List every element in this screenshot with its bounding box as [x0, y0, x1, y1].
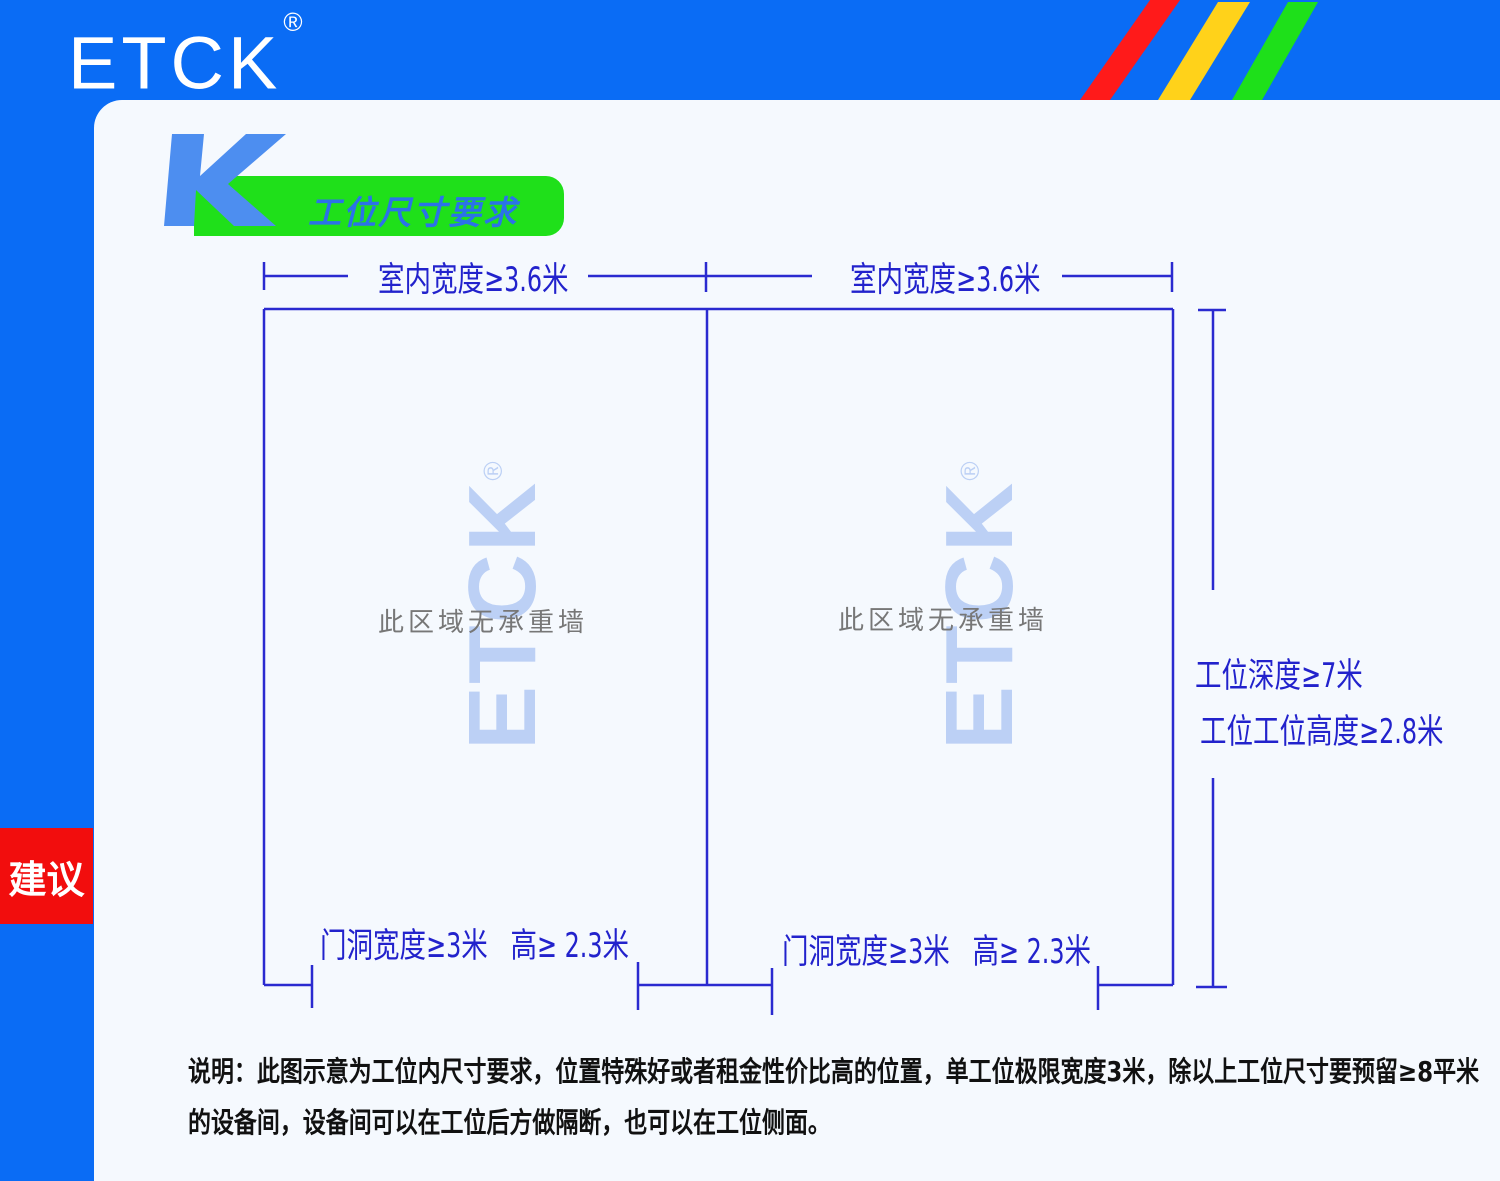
left-no-load-wall-note: 此区域无承重墙: [378, 608, 589, 638]
right-door-label: 门洞宽度≥3米 高≥ 2.3米: [782, 932, 1092, 972]
brand-name: ETCK: [68, 21, 282, 105]
description-line-1: 说明：此图示意为工位内尺寸要求，位置特殊好或者租金性价比高的位置，单工位极限宽度…: [188, 1055, 1480, 1088]
left-door-label: 门洞宽度≥3米 高≥ 2.3米: [320, 926, 630, 966]
brand-logo: ETCK®: [68, 7, 307, 105]
color-stripes-decoration: [1080, 0, 1318, 100]
right-no-load-wall-note: 此区域无承重墙: [838, 606, 1049, 636]
height-label: 工位工位高度≥2.8米: [1200, 712, 1444, 752]
right-width-label: 室内宽度≥3.6米: [850, 260, 1041, 300]
suggestion-tag-label: 建议: [8, 857, 85, 902]
left-width-label: 室内宽度≥3.6米: [378, 260, 569, 300]
k-letter-icon: [164, 134, 286, 226]
section-title: 工位尺寸要求: [308, 193, 518, 232]
suggestion-tag: 建议: [0, 828, 93, 924]
registered-mark: ®: [283, 7, 307, 37]
depth-label: 工位深度≥7米: [1195, 656, 1363, 696]
section-header: 工位尺寸要求: [164, 128, 574, 240]
content-panel: [94, 100, 1500, 1181]
description-line-2: 的设备间，设备间可以在工位后方做隔断，也可以在工位侧面。: [188, 1106, 831, 1139]
